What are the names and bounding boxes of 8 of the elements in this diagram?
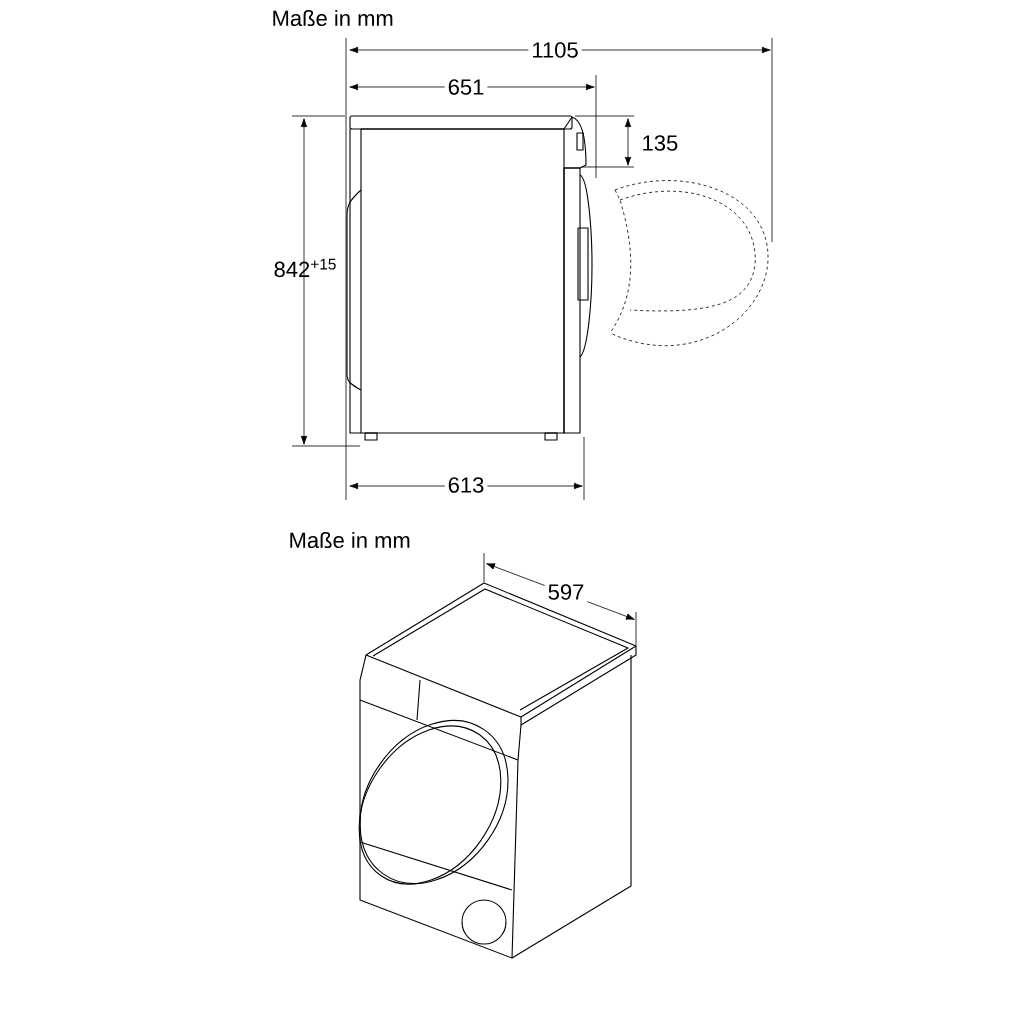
dimension-value: 842$^{+15}$ — [274, 258, 336, 278]
dimension-value: 135 — [643, 135, 678, 151]
caption-text: Maße in mm — [290, 531, 410, 549]
caption-text: Maße in mm — [273, 9, 393, 27]
dimension-value: 613 — [444, 474, 488, 496]
dimension-value: 651 — [444, 76, 488, 98]
dimension-value: 597 — [544, 581, 588, 603]
dimension-value: 1105 — [528, 39, 582, 61]
